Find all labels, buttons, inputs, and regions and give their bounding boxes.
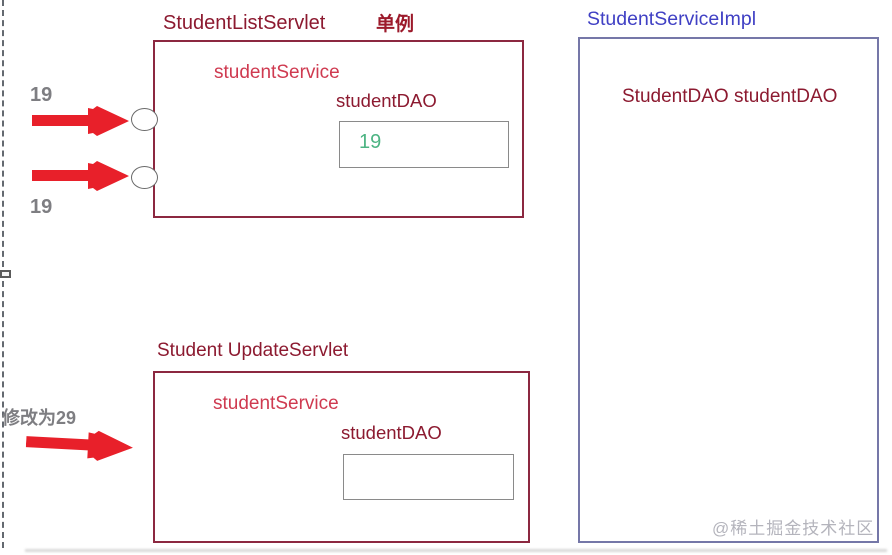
student-list-servlet-title: StudentListServlet	[163, 12, 326, 34]
request-value-bottom: 19	[30, 196, 53, 218]
singleton-badge: 单例	[376, 14, 415, 35]
service-field-label: studentService	[213, 393, 339, 414]
connector-circle-icon	[131, 166, 158, 189]
student-service-impl-title: StudentServiceImpl	[587, 8, 757, 30]
service-field-label: studentService	[214, 62, 340, 83]
connector-circle-icon	[131, 108, 158, 131]
red-arrow-icon	[32, 161, 129, 191]
impl-dao-field-label: StudentDAO studentDAO	[622, 86, 838, 107]
modify-to-29-label: 修改为29	[2, 408, 77, 428]
student-update-servlet-title: Student UpdateServlet	[157, 340, 349, 361]
dao-value: 19	[359, 131, 382, 153]
student-list-servlet-box	[153, 40, 524, 218]
red-arrow-icon	[32, 106, 129, 136]
dao-field-label: studentDAO	[336, 90, 437, 111]
student-service-impl-box	[578, 37, 879, 543]
red-arrow-icon	[25, 430, 133, 461]
request-value-top: 19	[30, 84, 53, 106]
student-update-servlet-box	[153, 371, 530, 543]
dao-field-label: studentDAO	[341, 422, 442, 443]
dao-value-box: 19	[339, 121, 509, 168]
dao-value-box-empty	[343, 454, 514, 500]
bottom-smudge-line	[25, 549, 887, 552]
selection-handle-icon	[0, 270, 11, 278]
watermark: @稀土掘金技术社区	[712, 519, 875, 538]
